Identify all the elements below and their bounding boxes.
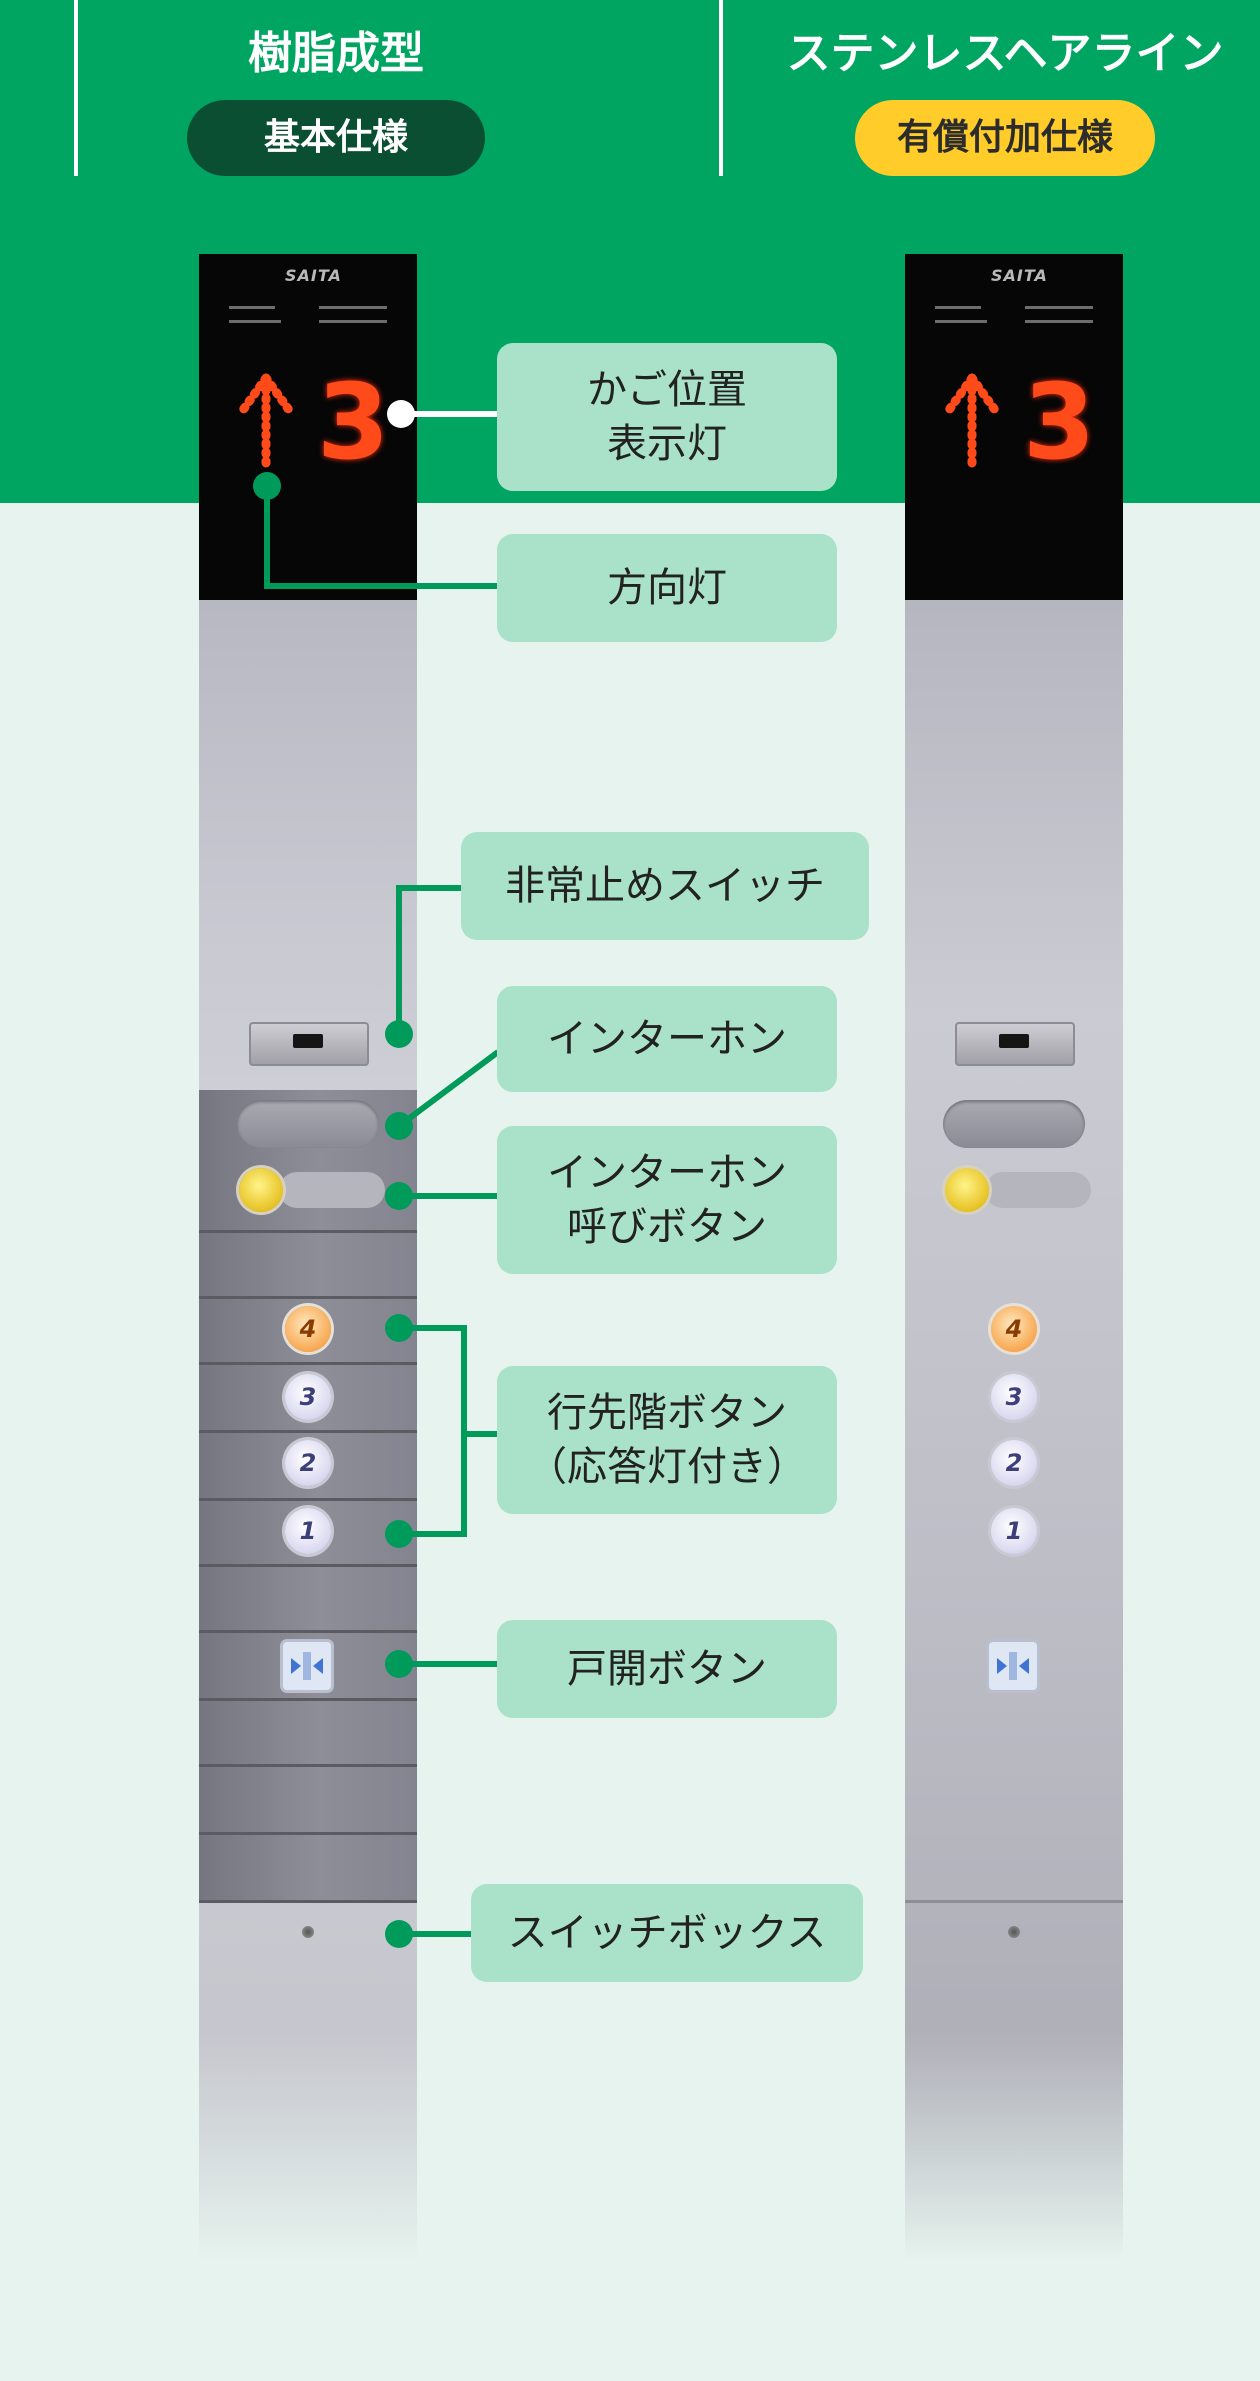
intercom-speaker [943, 1100, 1085, 1148]
door-open-icon [997, 1652, 1029, 1680]
car-position-digit: 3 [1023, 361, 1096, 483]
callout-direction-light: 方向灯 [497, 534, 837, 642]
panel-seam [199, 1498, 417, 1501]
floor-button-2[interactable]: 2 [285, 1440, 331, 1486]
floor-button-2[interactable]: 2 [991, 1440, 1037, 1486]
floor-button-3[interactable]: 3 [285, 1374, 331, 1420]
callout-intercom-call-button: インターホン 呼びボタン [497, 1126, 837, 1274]
up-arrow-icon [945, 373, 999, 475]
callout-destination-floor-buttons: 行先階ボタン （応答灯付き） [497, 1366, 837, 1514]
leader-car-position [387, 400, 498, 428]
spec-label [319, 306, 387, 309]
door-open-button[interactable] [283, 1642, 331, 1690]
panel-seam [199, 1764, 417, 1767]
spec-label [319, 320, 387, 323]
car-position-display: SAITA 3 [199, 254, 417, 602]
car-position-digit: 3 [317, 361, 390, 483]
panel-seam [199, 1630, 417, 1633]
intercom-call-label-plate [279, 1172, 385, 1208]
leader-switch-box [385, 1920, 472, 1948]
panel-seam [199, 1362, 417, 1365]
spec-label [1025, 320, 1093, 323]
intercom-call-button[interactable] [239, 1168, 283, 1212]
panel-stainless: SAITA 3 4 3 2 1 [905, 254, 1123, 2260]
emergency-stop-switch[interactable] [249, 1022, 369, 1066]
leader-door-open [385, 1650, 498, 1678]
spec-label [935, 306, 981, 309]
spec-label [229, 306, 275, 309]
callout-door-open-button: 戸開ボタン [497, 1620, 837, 1718]
floor-button-3[interactable]: 3 [991, 1374, 1037, 1420]
leader-emergency-stop [385, 885, 462, 1048]
brand-logo: SAITA [991, 266, 1048, 285]
callout-emergency-stop-switch: 非常止めスイッチ [461, 832, 869, 940]
intercom-call-button[interactable] [945, 1168, 989, 1212]
callout-intercom: インターホン [497, 986, 837, 1092]
column-title-resin: 樹脂成型 [248, 28, 424, 79]
column-title-stainless: ステンレスヘアライン [786, 28, 1224, 79]
badge-standard-spec: 基本仕様 [187, 100, 485, 176]
callout-switch-box: スイッチボックス [471, 1884, 863, 1982]
panel-seam [199, 1230, 417, 1233]
switch-box-screw [302, 1926, 314, 1938]
column-divider-center [719, 0, 723, 176]
floor-button-4[interactable]: 4 [991, 1306, 1037, 1352]
panel-seam [199, 1296, 417, 1299]
leader-intercom [385, 1049, 500, 1140]
panel-fade [905, 2030, 1123, 2260]
floor-button-1[interactable]: 1 [991, 1508, 1037, 1554]
spec-label [229, 320, 281, 323]
up-arrow-icon [239, 373, 293, 475]
column-divider-left [74, 0, 78, 176]
leader-intercom-call [385, 1182, 498, 1210]
switch-box-screw [1008, 1926, 1020, 1938]
leader-direction [253, 472, 498, 589]
panel-seam [905, 1900, 1123, 1903]
door-open-icon [291, 1652, 323, 1680]
intercom-speaker [237, 1100, 379, 1148]
panel-seam [199, 1698, 417, 1701]
floor-button-4[interactable]: 4 [285, 1306, 331, 1352]
badge-option-spec: 有償付加仕様 [855, 100, 1155, 176]
car-position-display: SAITA 3 [905, 254, 1123, 602]
panel-body [905, 600, 1123, 2260]
emergency-stop-switch[interactable] [955, 1022, 1075, 1066]
spec-label [935, 320, 987, 323]
panel-seam [199, 1564, 417, 1567]
floor-button-1[interactable]: 1 [285, 1508, 331, 1554]
brand-logo: SAITA [285, 266, 342, 285]
intercom-call-label-plate [985, 1172, 1091, 1208]
callout-car-position-indicator: かご位置 表示灯 [497, 343, 837, 491]
door-open-button[interactable] [989, 1642, 1037, 1690]
panel-seam [199, 1900, 417, 1903]
spec-label [1025, 306, 1093, 309]
panel-seam [199, 1430, 417, 1433]
panel-fade [199, 2030, 417, 2260]
panel-resin: SAITA 3 4 3 2 1 [199, 254, 417, 2260]
panel-seam [199, 1832, 417, 1835]
leader-destination [385, 1314, 498, 1548]
